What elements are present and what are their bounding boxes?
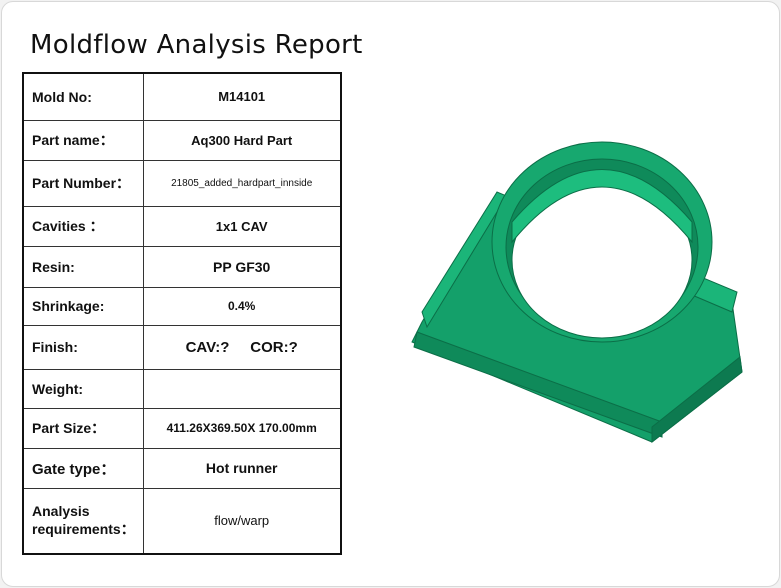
row-value: 411.26X369.50X 170.00mm	[142, 407, 342, 449]
row-label: Resin:	[22, 245, 144, 288]
table-row: Gate type：Hot runner	[22, 447, 342, 489]
row-value: 1x1 CAV	[142, 205, 342, 247]
row-label: Shrinkage:	[22, 286, 144, 326]
row-value: flow/warp	[142, 487, 342, 555]
row-value: Hot runner	[142, 447, 342, 489]
table-row: Mold No:M14101	[22, 72, 342, 121]
row-value: M14101	[142, 72, 342, 121]
report-title: Moldflow Analysis Report	[30, 30, 363, 60]
part-rib	[413, 331, 663, 438]
row-label: Gate type：	[22, 447, 144, 489]
row-value: Aq300 Hard Part	[142, 119, 342, 161]
row-label: Cavities ：	[22, 205, 144, 247]
row-label: Analysis requirements：	[22, 487, 144, 555]
row-label: Part Number：	[22, 159, 144, 207]
table-row: Finish:CAV:? COR:?	[22, 324, 342, 370]
table-row: Cavities ：1x1 CAV	[22, 205, 342, 247]
row-value	[142, 368, 342, 409]
part-3d-model-image	[411, 141, 743, 444]
table-row: Shrinkage:0.4%	[22, 286, 342, 326]
table-row: Weight:	[22, 368, 342, 409]
part-info-table: Mold No:M14101 Part name：Aq300 Hard Part…	[22, 72, 342, 555]
row-label: Part name：	[22, 119, 144, 161]
table-row: Analysis requirements：flow/warp	[22, 487, 342, 555]
row-value: CAV:? COR:?	[142, 324, 342, 370]
table-row: Part Number：21805_added_hardpart_innside	[22, 159, 342, 207]
row-value: 21805_added_hardpart_innside	[142, 159, 342, 207]
table-row: Part name：Aq300 Hard Part	[22, 119, 342, 161]
row-label: Finish:	[22, 324, 144, 370]
table-row: Part Size：411.26X369.50X 170.00mm	[22, 407, 342, 449]
part-ring-lip	[511, 169, 693, 244]
table-row: Resin:PP GF30	[22, 245, 342, 288]
part-rib	[651, 356, 743, 444]
row-label: Part Size：	[22, 407, 144, 449]
row-value: 0.4%	[142, 286, 342, 326]
row-value: PP GF30	[142, 245, 342, 288]
row-label: Mold No:	[22, 72, 144, 121]
part-rib	[421, 191, 738, 329]
row-label: Weight:	[22, 368, 144, 409]
